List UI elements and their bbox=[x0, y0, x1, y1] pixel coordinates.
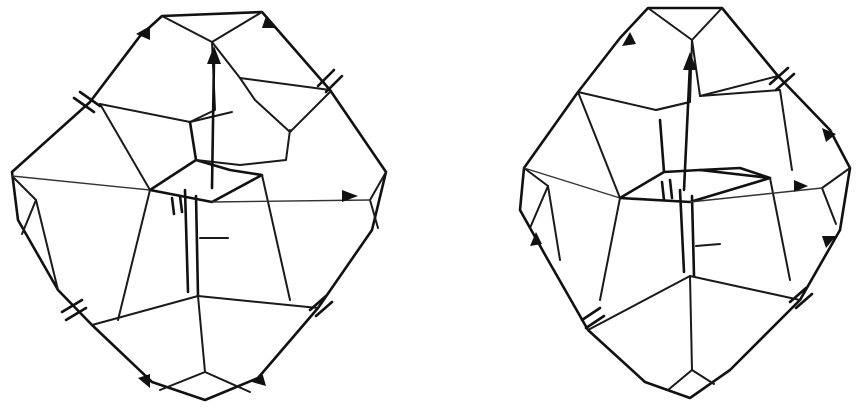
left-tick-marks bbox=[62, 70, 342, 320]
left-polyhedron bbox=[12, 12, 386, 400]
left-arrow-top-right bbox=[262, 16, 276, 28]
right-polyhedron bbox=[520, 8, 850, 398]
right-edge-arrows bbox=[530, 32, 836, 248]
left-central-box bbox=[12, 104, 370, 372]
left-outer-outline bbox=[12, 12, 386, 400]
right-arrow-left bbox=[530, 232, 542, 246]
right-tick-marks bbox=[582, 68, 812, 328]
left-arrow-bottom-left bbox=[138, 374, 150, 388]
right-central-box bbox=[524, 92, 822, 370]
